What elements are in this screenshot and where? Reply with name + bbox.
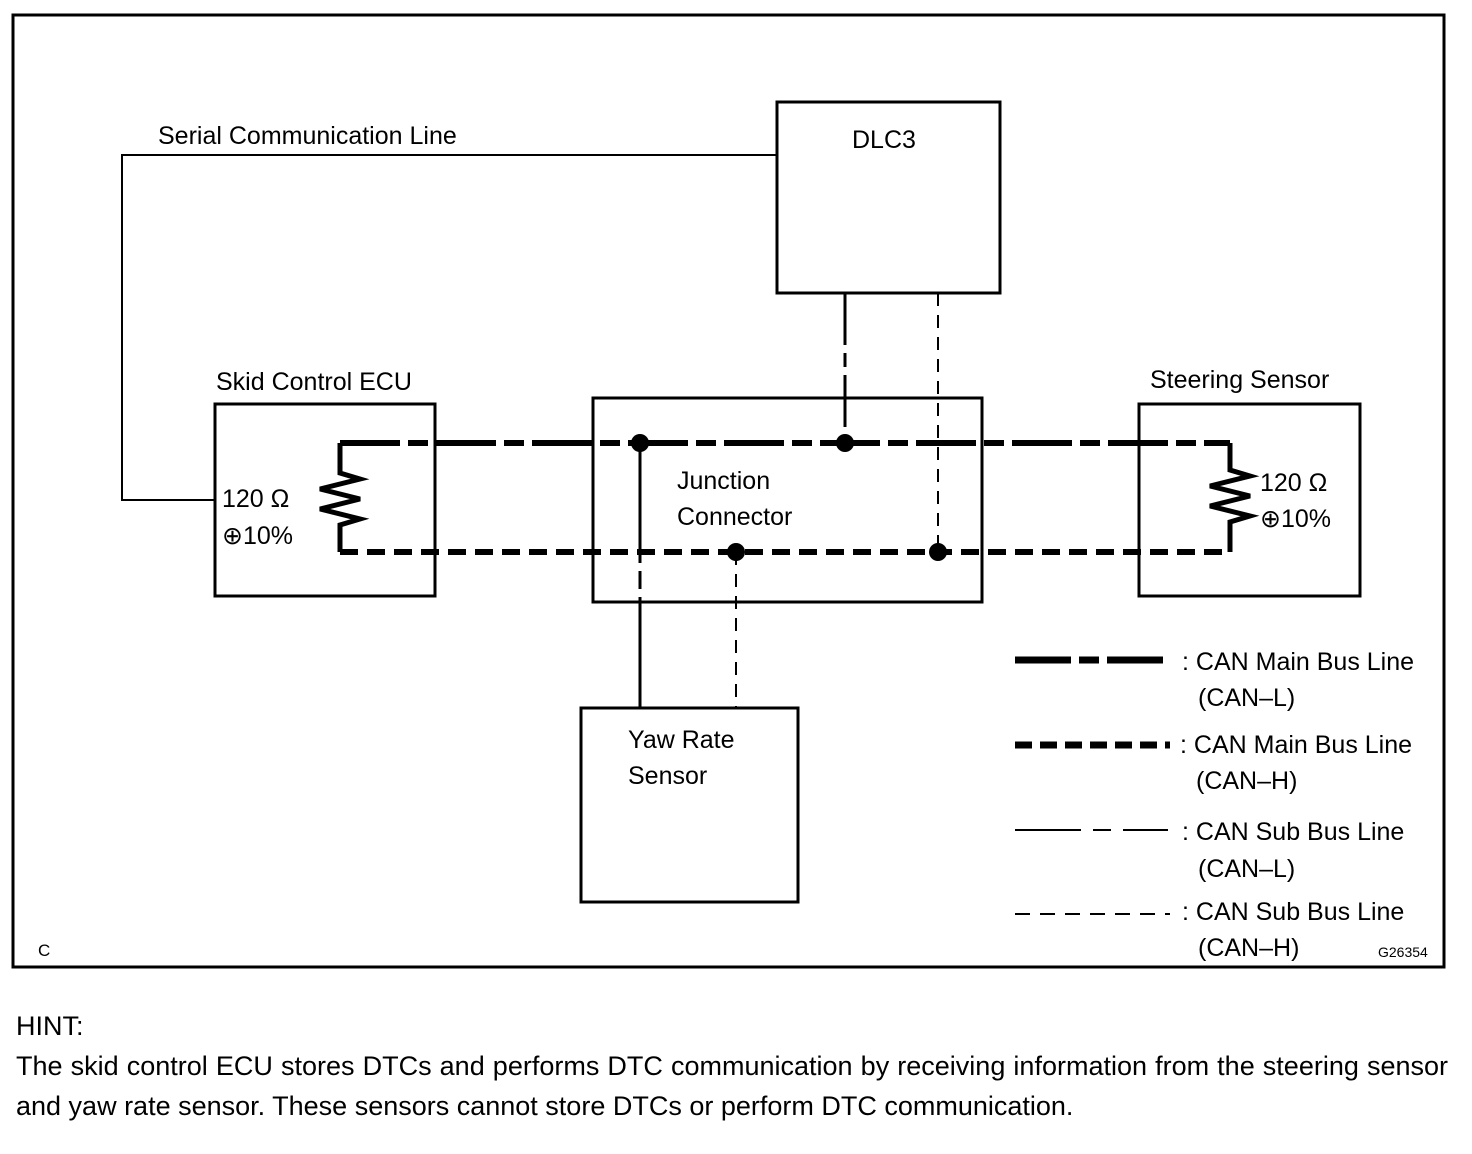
skid-ecu-label: Skid Control ECU [216,368,412,396]
serial-communication-line [121,154,778,501]
legend: : CAN Main Bus Line (CAN–L) : CAN Main B… [1015,648,1414,962]
skid-ecu-box [213,402,437,598]
skid-resistor-tolerance: ⊕10% [222,522,293,550]
legend-sub-sub-h: (CAN–H) [1198,934,1299,962]
hint-title: HINT: [16,1011,84,1041]
junction-label-line1: Junction [677,467,770,495]
junction-label-line2: Connector [677,503,792,531]
steering-resistor-value: 120 Ω [1260,469,1327,497]
junction-dot-dlc3-l [836,434,854,452]
junction-connector-box [591,396,984,604]
skid-resistor-value: 120 Ω [222,485,289,513]
legend-label-main-h: : CAN Main Bus Line [1180,731,1412,759]
legend-label-sub-h: : CAN Sub Bus Line [1182,898,1404,926]
yaw-label-line1: Yaw Rate [628,726,735,754]
diagram-frame [11,13,1446,969]
junction-dot-yaw-h [727,543,745,561]
legend-label-main-l: : CAN Main Bus Line [1182,648,1414,676]
hint-body: The skid control ECU stores DTCs and per… [16,1051,1448,1121]
steering-sensor-resistor [1209,443,1260,552]
yaw-rate-sensor-box [579,706,800,904]
legend-label-sub-l: : CAN Sub Bus Line [1182,818,1404,846]
dlc3-box [775,100,1002,295]
can-bus-diagram: Serial Communication Line DLC3 Skid Cont… [11,13,1446,969]
junction-dot-yaw-l [631,434,649,452]
figure-id: G26354 [1378,944,1428,960]
legend-sub-main-l: (CAN–L) [1198,684,1295,712]
yaw-label-line2: Sensor [628,762,707,790]
junction-dot-dlc3-h [929,543,947,561]
hint-section: HINT: The skid control ECU stores DTCs a… [16,1006,1448,1126]
corner-mark: C [38,941,50,960]
dlc3-label: DLC3 [852,126,916,154]
legend-sub-sub-l: (CAN–L) [1198,855,1295,883]
legend-sub-main-h: (CAN–H) [1196,767,1297,795]
steering-sensor-box [1137,402,1362,598]
serial-line-label: Serial Communication Line [158,122,457,150]
steering-sensor-label: Steering Sensor [1150,366,1329,394]
skid-ecu-resistor [319,443,370,552]
steering-resistor-tolerance: ⊕10% [1260,505,1331,533]
